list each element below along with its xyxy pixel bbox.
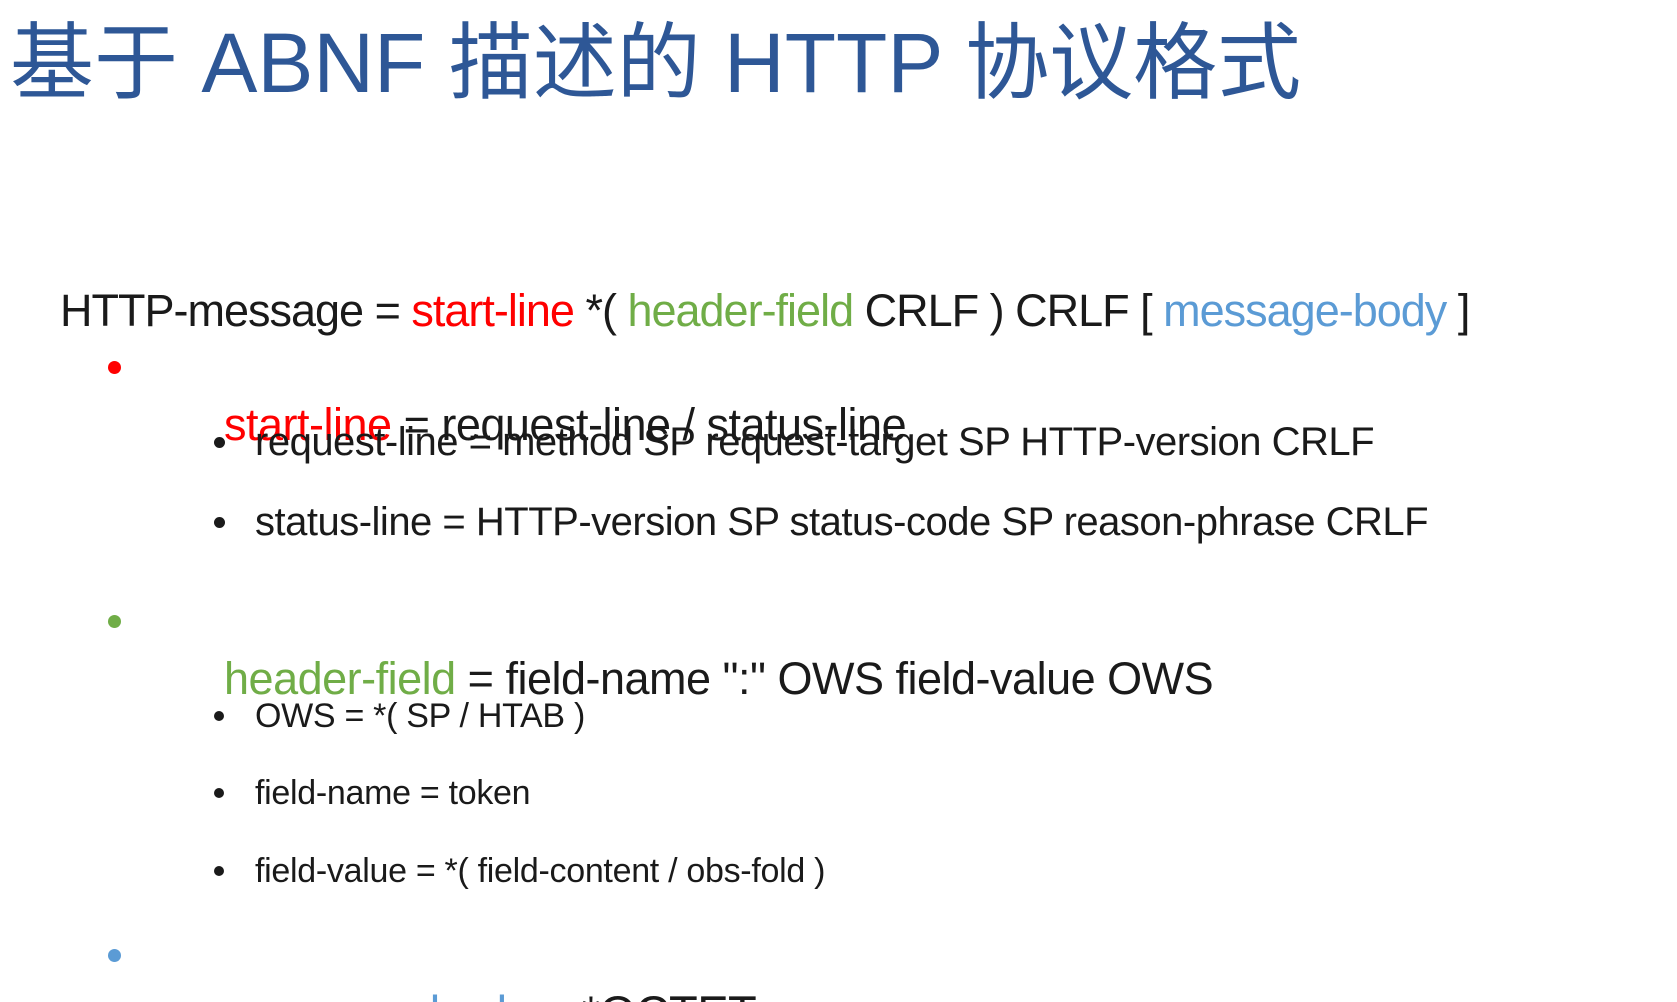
bullet-icon	[214, 437, 225, 448]
definition-status-line: status-line = HTTP-version SP status-cod…	[255, 500, 1429, 544]
formula-segment: *(	[573, 285, 628, 336]
bullet-item-start-line: start-line = request-line / status-line	[0, 338, 1677, 570]
bullet-item-field-value: field-value = *( field-content / obs-fol…	[0, 849, 1677, 1002]
formula-segment-start-line: start-line	[411, 285, 575, 336]
bullet-icon	[214, 866, 224, 876]
bullet-item-header-field: header-field = field-name ":" OWS field-…	[0, 592, 1677, 824]
term-header-field: header-field	[224, 653, 456, 704]
formula-segment: ]	[1446, 285, 1471, 336]
bullet-icon	[214, 711, 224, 721]
bullet-item-request-line: request-line = method SP request-target …	[0, 416, 1677, 624]
definition-message-body: = *OCTET	[530, 986, 757, 1002]
formula-segment-message-body: message-body	[1163, 285, 1447, 336]
bullet-item-ows: OWS = *( SP / HTAB )	[0, 694, 1677, 870]
bullet-item-field-name: field-name = token	[0, 771, 1677, 947]
definition-header-field: = field-name ":" OWS field-value OWS	[455, 653, 1214, 704]
definition-request-line: request-line = method SP request-target …	[255, 420, 1375, 464]
formula-segment: HTTP-message =	[60, 285, 412, 336]
definition-ows: OWS = *( SP / HTAB )	[255, 697, 585, 735]
term-message-body: message-body	[227, 986, 530, 1002]
formula-segment-header-field: header-field	[627, 285, 854, 336]
term-start-line: start-line	[224, 399, 392, 450]
bullet-icon	[108, 949, 121, 962]
bullet-icon	[108, 615, 121, 628]
slide-title: 基于 ABNF 描述的 HTTP 协议格式	[10, 16, 1302, 110]
bullet-icon	[214, 788, 224, 798]
bullet-icon	[214, 517, 225, 528]
formula-segment: CRLF ) CRLF [	[853, 285, 1164, 336]
bullet-item-message-body: message-body = *OCTET	[0, 926, 1677, 1002]
abnf-http-message-formula: HTTP-message = start-line *( header-fiel…	[14, 224, 1677, 398]
definition-field-value: field-value = *( field-content / obs-fol…	[255, 852, 826, 890]
definition-start-line: = request-line / status-line	[391, 399, 907, 450]
bullet-icon	[108, 361, 121, 374]
bullet-item-status-line: status-line = HTTP-version SP status-cod…	[0, 496, 1677, 704]
definition-field-name: field-name = token	[255, 774, 531, 812]
